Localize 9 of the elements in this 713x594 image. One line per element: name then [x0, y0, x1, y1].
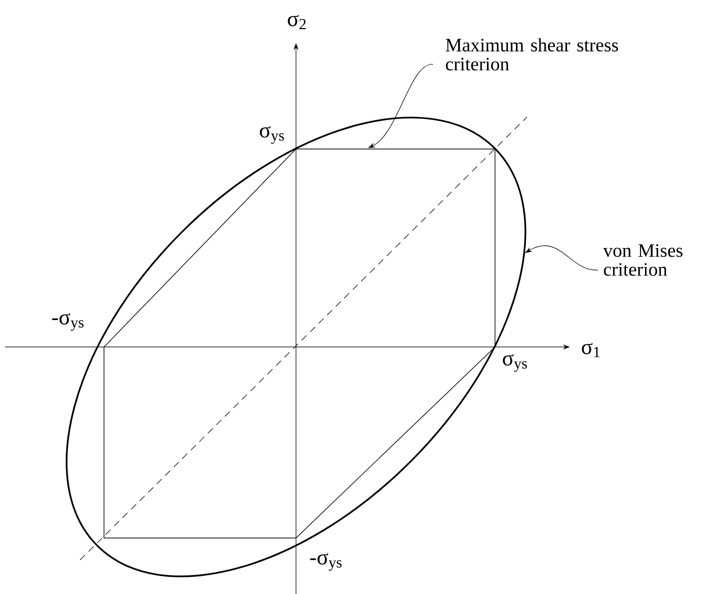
axis-label: -σ$_{ys}$	[310, 553, 342, 571]
axis-label: σ$_{2}$	[288, 14, 306, 30]
callout-text: von Mises criterion	[603, 244, 682, 276]
axis-label: σ$_{ys}$	[260, 126, 284, 144]
axis-label: σ$_{ys}$	[502, 354, 527, 372]
callout-text: Maximum shear stress criterion	[446, 38, 618, 70]
axis-label: σ$_{1}$	[582, 342, 600, 358]
axis-label: -σ$_{ys}$	[52, 313, 84, 331]
leader-line	[525, 245, 598, 270]
